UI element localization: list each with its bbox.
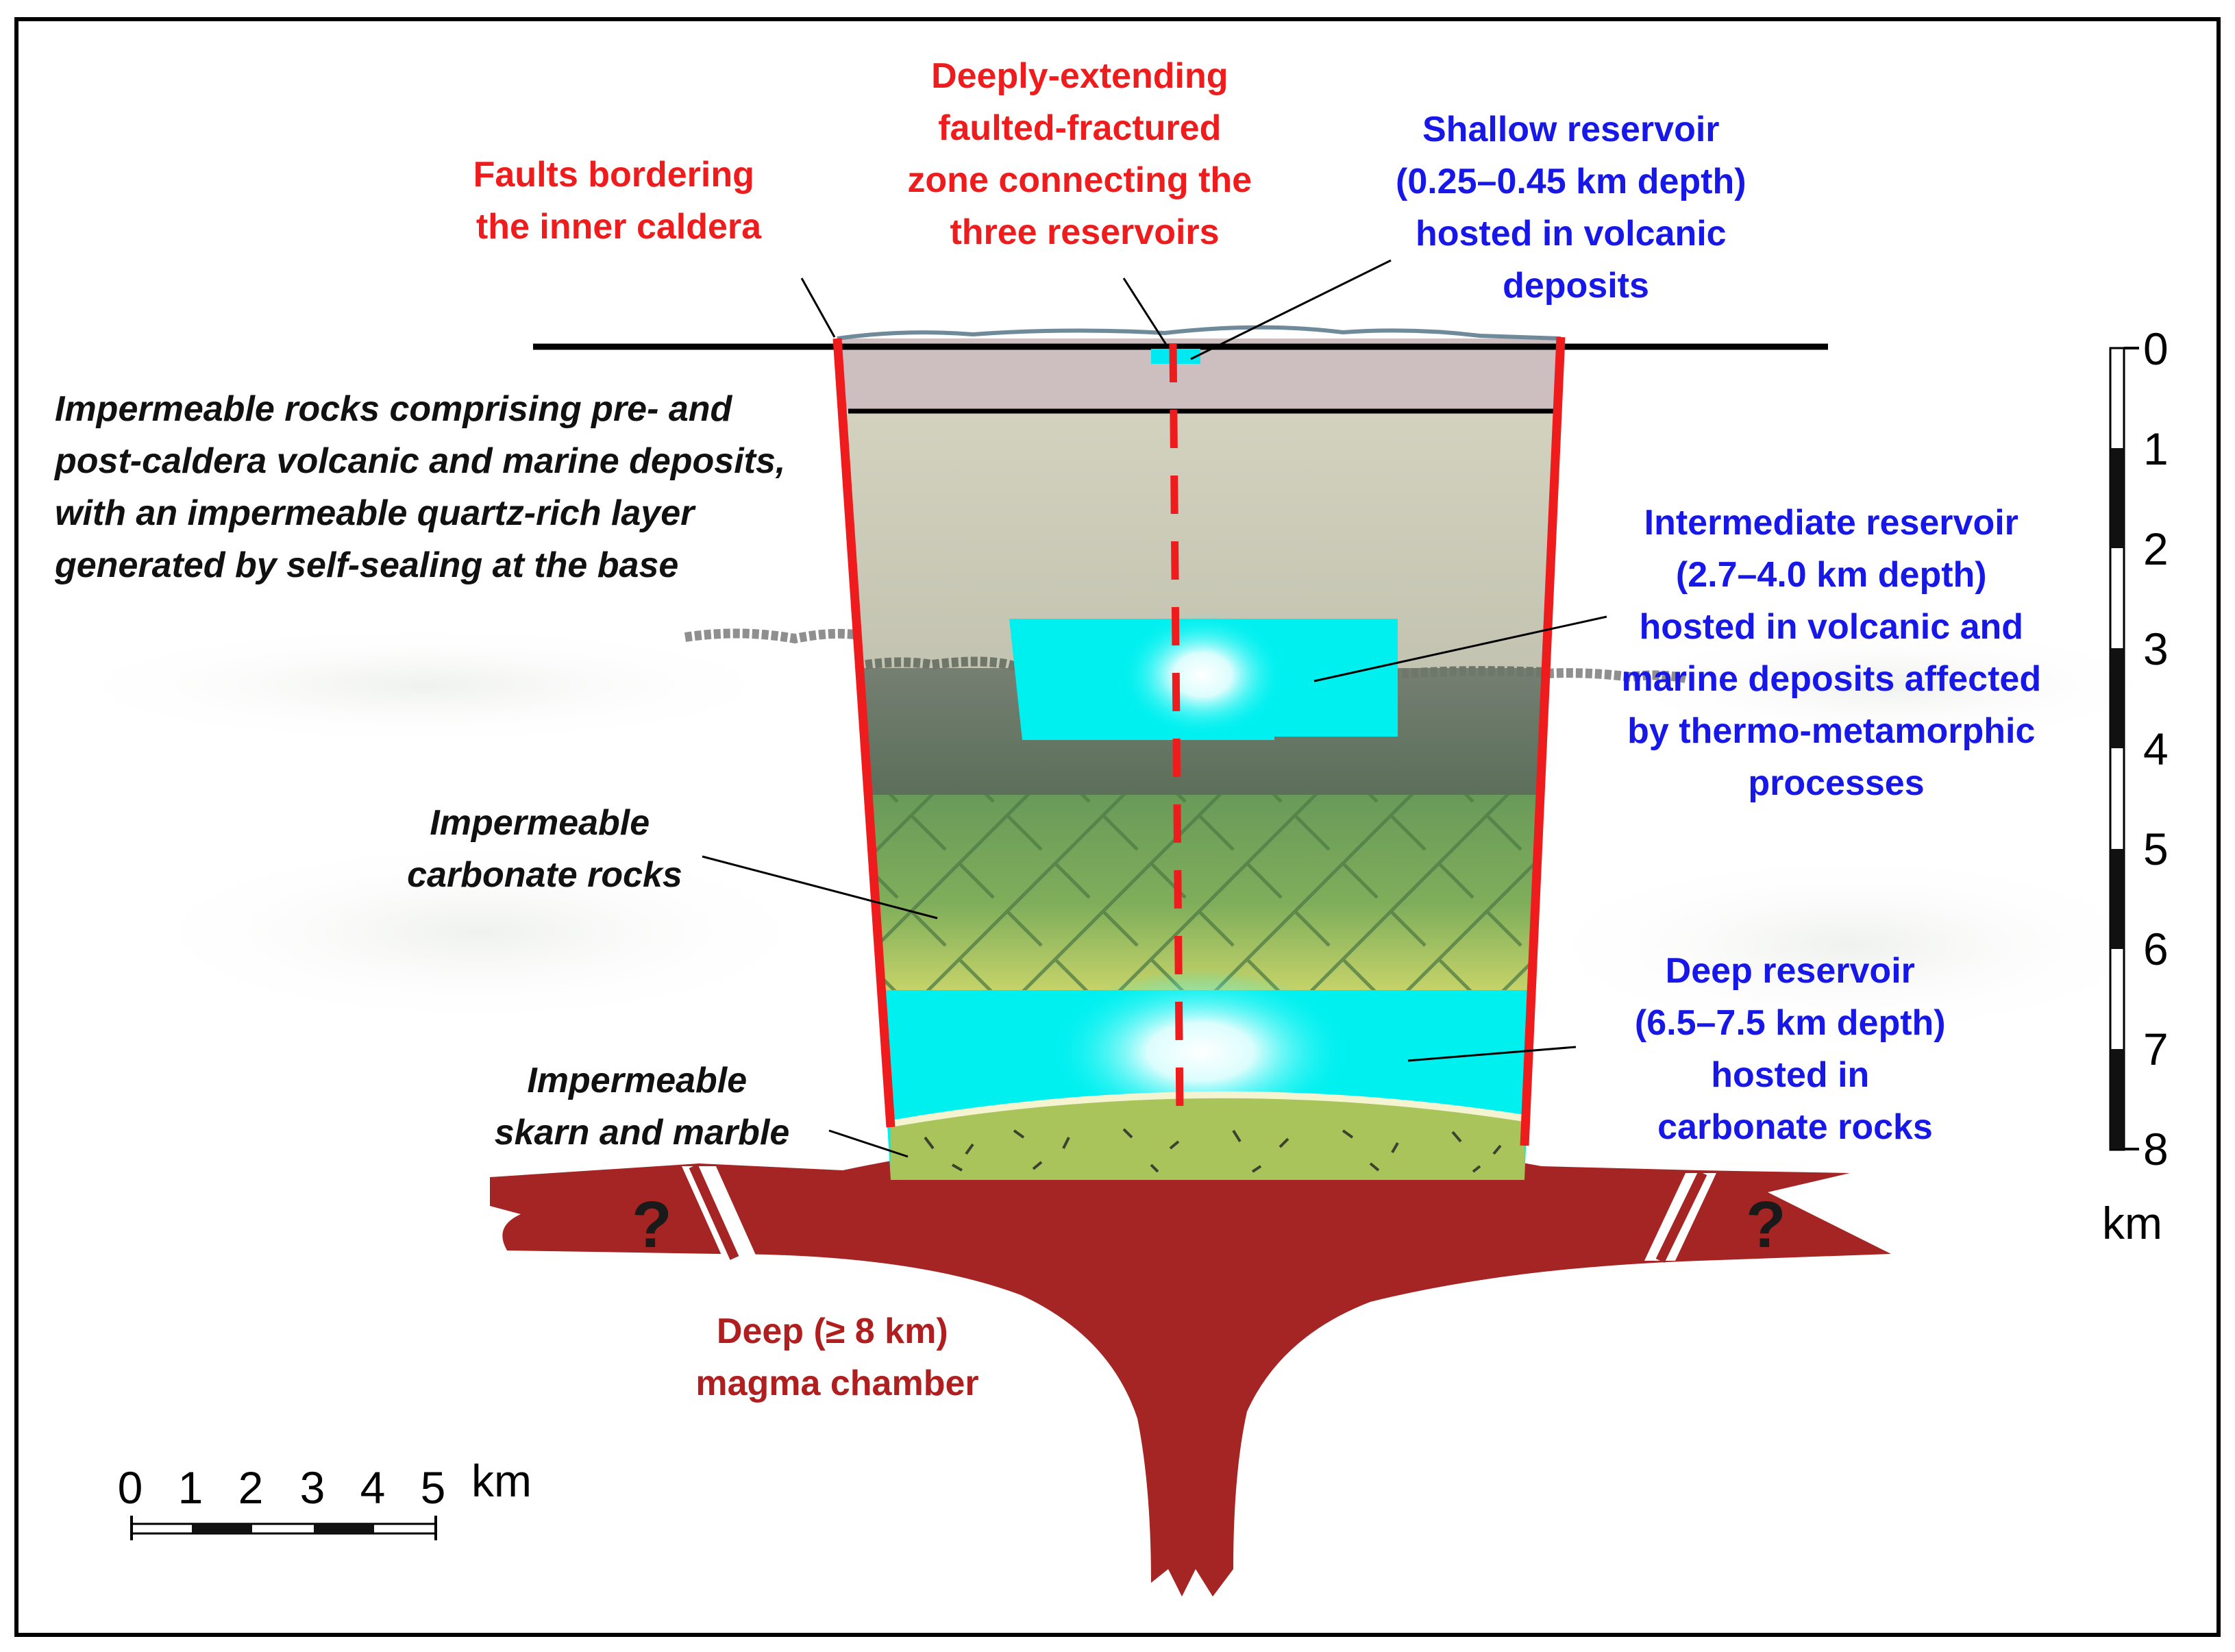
fractured-zone-label: Deeply-extending faulted-fractured zone … bbox=[907, 56, 1261, 252]
hscale-tick-2: 2 bbox=[238, 1462, 264, 1513]
fault-right bbox=[1520, 336, 1566, 1146]
depth-tick-1: 1 bbox=[2143, 423, 2169, 474]
depth-tick-7: 7 bbox=[2143, 1024, 2169, 1074]
depth-tick-3: 3 bbox=[2143, 624, 2169, 674]
depth-tick-5: 5 bbox=[2143, 824, 2169, 874]
hscale-tick-1: 1 bbox=[178, 1462, 203, 1513]
depth-tick-2: 2 bbox=[2143, 523, 2169, 574]
depth-tick-8: 8 bbox=[2143, 1124, 2169, 1174]
depth-tick-6: 6 bbox=[2143, 924, 2169, 974]
fault-left bbox=[832, 338, 896, 1128]
question-mark-right: ? bbox=[1746, 1188, 1786, 1261]
depth-tick-0: 0 bbox=[2143, 323, 2169, 374]
intermediate-reservoir bbox=[1009, 613, 1398, 740]
horizontal-scale-bar: 0 1 2 3 4 5 km bbox=[118, 1455, 532, 1540]
leader-lines bbox=[702, 259, 1607, 1158]
question-mark-left: ? bbox=[632, 1188, 672, 1261]
deep-reservoir-label: Deep reservoir (6.5–7.5 km depth) hosted… bbox=[1635, 951, 1955, 1147]
hscale-tick-4: 4 bbox=[360, 1462, 386, 1513]
hscale-unit: km bbox=[471, 1455, 532, 1506]
shallow-reservoir-label: Shallow reservoir (0.25–0.45 km depth) h… bbox=[1396, 110, 1756, 306]
skarn-label: Impermeable skarn and marble bbox=[495, 1061, 790, 1152]
depth-tick-4: 4 bbox=[2143, 724, 2169, 774]
quartz-rich-layer-outside bbox=[684, 628, 1687, 683]
magma-chamber-label: Deep (≥ 8 km) magma chamber bbox=[695, 1311, 978, 1403]
carbonate-label: Impermeable carbonate rocks bbox=[407, 803, 682, 895]
impermeable-rocks-label: Impermeable rocks comprising pre- and po… bbox=[53, 389, 795, 585]
topography bbox=[837, 325, 1561, 341]
intermediate-reservoir-label: Intermediate reservoir (2.7–4.0 km depth… bbox=[1621, 503, 2051, 803]
depth-unit: km bbox=[2102, 1198, 2162, 1248]
depth-scale: 0 1 2 3 4 5 6 7 8 km bbox=[2102, 323, 2169, 1248]
hscale-tick-0: 0 bbox=[118, 1462, 143, 1513]
hscale-tick-5: 5 bbox=[421, 1462, 446, 1513]
faults-label: Faults bordering the inner caldera bbox=[473, 155, 765, 247]
caldera-section bbox=[837, 338, 1561, 1180]
hscale-tick-3: 3 bbox=[300, 1462, 325, 1513]
magma-chamber bbox=[490, 1136, 1891, 1596]
background-strata bbox=[41, 624, 2179, 1041]
